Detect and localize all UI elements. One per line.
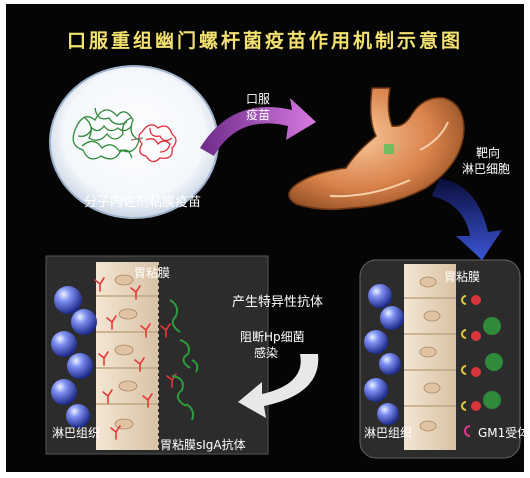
vaccine-label: 分子内佐剂粘膜疫苗 [84,196,201,210]
gastric-mucosa-right-label: 胃粘膜 [444,270,480,284]
siga-label: 胃粘膜sIgA抗体 [160,438,246,452]
gastric-mucosa-left-label: 胃粘膜 [134,266,170,280]
block-label-line2: 感染 [254,346,278,360]
block-label-line1: 阻断Hp细菌 [240,330,305,344]
specific-antibody-label: 产生特异性抗体 [232,296,323,310]
oral-label-line1: 口服 [246,92,270,106]
target-label-line1: 靶向 [476,146,500,160]
lymph-right-label: 淋巴组织 [364,426,412,440]
oral-label-line2: 疫苗 [246,108,270,122]
diagram-title: 口服重组幽门螺杆菌疫苗作用机制示意图 [0,26,530,53]
lymph-left-label: 淋巴组织 [52,426,100,440]
right-epithelium [404,264,456,450]
gm1-label: GM1受体 [478,426,529,440]
target-label-line2: 淋巴细胞 [462,162,510,176]
